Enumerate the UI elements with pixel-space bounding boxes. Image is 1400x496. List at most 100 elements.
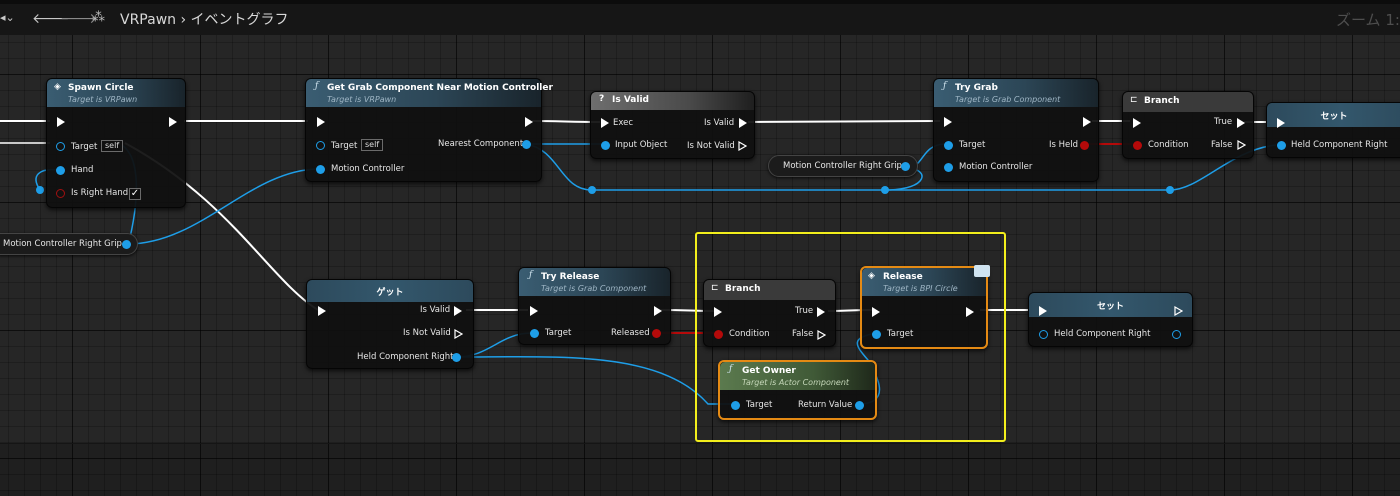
- return-value-pin[interactable]: [855, 401, 864, 410]
- pin-label: Motion Controller: [331, 164, 405, 174]
- held-component-pin[interactable]: [452, 353, 461, 362]
- exec-in-pin[interactable]: [1133, 118, 1141, 128]
- pin-label: True: [795, 306, 814, 316]
- exec-in-pin[interactable]: [1039, 306, 1047, 316]
- target-field[interactable]: self: [361, 139, 384, 151]
- node-get-held-component[interactable]: ゲット Is Valid Is Not Valid Held Component…: [306, 279, 474, 369]
- held-component-pin[interactable]: [1277, 141, 1286, 150]
- is-not-valid-exec-pin[interactable]: [454, 329, 463, 339]
- target-pin[interactable]: [530, 329, 539, 338]
- node-branch[interactable]: ⊏ Branch True Condition False: [1122, 91, 1254, 159]
- node-header: [862, 268, 986, 296]
- output-pin[interactable]: [122, 240, 131, 249]
- function-icon: ƒ: [729, 364, 733, 374]
- hand-pin[interactable]: [56, 166, 65, 175]
- exec-in-pin[interactable]: [872, 307, 880, 317]
- checkmark-icon[interactable]: ✓: [129, 188, 141, 200]
- exec-out-pin[interactable]: [654, 306, 662, 316]
- false-exec-pin[interactable]: [1237, 140, 1246, 150]
- exec-in-pin[interactable]: [57, 117, 65, 127]
- true-exec-pin[interactable]: [817, 307, 825, 317]
- node-header: [519, 268, 670, 296]
- target-field[interactable]: self: [101, 140, 124, 152]
- chevron-down-icon[interactable]: ◂⌄: [0, 11, 15, 24]
- exec-in-pin[interactable]: [1277, 118, 1285, 128]
- node-set-held-component[interactable]: セット Held Component Right: [1266, 102, 1400, 158]
- node-header: [720, 362, 875, 390]
- variable-motion-controller-right-grip[interactable]: Motion Controller Right Grip: [768, 155, 918, 177]
- is-valid-exec-pin[interactable]: [454, 306, 462, 316]
- graph-icon: ⁂: [92, 10, 105, 25]
- exec-in-pin[interactable]: [530, 306, 538, 316]
- motion-controller-pin[interactable]: [944, 163, 953, 172]
- breadcrumb[interactable]: VRPawn › イベントグラフ: [120, 12, 289, 28]
- node-get-grab-component[interactable]: ƒ Get Grab Component Near Motion Control…: [305, 78, 553, 182]
- pin-label: Motion Controller: [959, 162, 1033, 172]
- event-icon: ◈: [868, 271, 875, 281]
- node-subtitle: Target is VRPawn: [68, 95, 138, 104]
- target-pin[interactable]: [731, 401, 740, 410]
- is-valid-exec-pin[interactable]: [739, 118, 747, 128]
- node-get-owner[interactable]: ƒ Get Owner Target is Actor Component Ta…: [718, 360, 877, 420]
- node-header: [704, 280, 835, 300]
- node-title: セット: [1096, 302, 1124, 312]
- output-pin[interactable]: [1172, 330, 1181, 339]
- message-icon: [974, 265, 990, 277]
- node-branch[interactable]: ⊏ Branch True Condition False: [703, 279, 836, 347]
- exec-in-pin[interactable]: [944, 117, 952, 127]
- held-component-pin[interactable]: [1039, 330, 1048, 339]
- pin-label: Target: [959, 140, 986, 150]
- exec-in-pin[interactable]: [601, 118, 609, 128]
- canvas-lower-region: [0, 443, 1400, 496]
- is-held-pin[interactable]: [1080, 141, 1089, 150]
- target-pin[interactable]: [872, 330, 881, 339]
- toolbar-strip: [0, 0, 1400, 4]
- exec-out-pin[interactable]: [1174, 306, 1183, 316]
- pin-label: False: [1211, 140, 1233, 150]
- exec-out-pin[interactable]: [169, 117, 177, 127]
- false-exec-pin[interactable]: [817, 330, 826, 340]
- node-spawn-circle[interactable]: ◈ Spawn Circle Target is VRPawn Target s…: [46, 78, 186, 208]
- target-pin[interactable]: [56, 142, 65, 151]
- exec-out-pin[interactable]: [525, 117, 533, 127]
- variable-motion-controller-right-grip[interactable]: Motion Controller Right Grip: [0, 233, 138, 255]
- target-pin[interactable]: [944, 141, 953, 150]
- condition-pin[interactable]: [714, 330, 723, 339]
- released-pin[interactable]: [652, 329, 661, 338]
- exec-out-pin[interactable]: [1083, 117, 1091, 127]
- pin-label: Is Valid: [704, 118, 735, 128]
- true-exec-pin[interactable]: [1237, 118, 1245, 128]
- node-title: Spawn Circle: [68, 83, 134, 93]
- exec-in-pin[interactable]: [318, 306, 326, 316]
- pin-label: Held Component Right: [1291, 140, 1388, 150]
- node-release[interactable]: ◈ Release Target is BPI Circle Target: [860, 265, 990, 349]
- is-right-hand-pin[interactable]: [56, 189, 65, 198]
- nearest-component-pin[interactable]: [522, 140, 531, 149]
- back-arrow-icon[interactable]: 🡐: [32, 11, 70, 27]
- pin-label: False: [792, 329, 814, 339]
- node-set-held-component[interactable]: セット Held Component Right: [1028, 292, 1193, 347]
- target-pin[interactable]: [316, 141, 325, 150]
- output-pin[interactable]: [901, 162, 910, 171]
- node-subtitle: Target is Grab Component: [955, 95, 1061, 104]
- pin-label: Is Held: [1049, 140, 1079, 150]
- object-wire: [455, 355, 733, 405]
- node-title: Try Release: [541, 272, 600, 282]
- motion-controller-pin[interactable]: [316, 165, 325, 174]
- input-object-pin[interactable]: [601, 141, 610, 150]
- node-try-release[interactable]: ƒ Try Release Target is Grab Component T…: [518, 267, 671, 345]
- node-is-valid[interactable]: ? Is Valid Exec Is Valid Input Object Is…: [590, 91, 755, 159]
- exec-in-pin[interactable]: [714, 307, 722, 317]
- node-subtitle: Target is Actor Component: [742, 378, 850, 387]
- node-title: Get Owner: [742, 366, 796, 376]
- condition-pin[interactable]: [1133, 141, 1142, 150]
- exec-out-pin[interactable]: [966, 307, 974, 317]
- node-header: [591, 92, 754, 110]
- exec-in-pin[interactable]: [317, 117, 325, 127]
- node-try-grab[interactable]: ƒ Try Grab Target is Grab Component Targ…: [933, 78, 1099, 182]
- forward-arrow-icon[interactable]: 🡒: [60, 11, 98, 27]
- pin-label: Condition: [729, 329, 770, 339]
- is-not-valid-exec-pin[interactable]: [738, 141, 747, 151]
- pin-label: Target: [331, 141, 358, 151]
